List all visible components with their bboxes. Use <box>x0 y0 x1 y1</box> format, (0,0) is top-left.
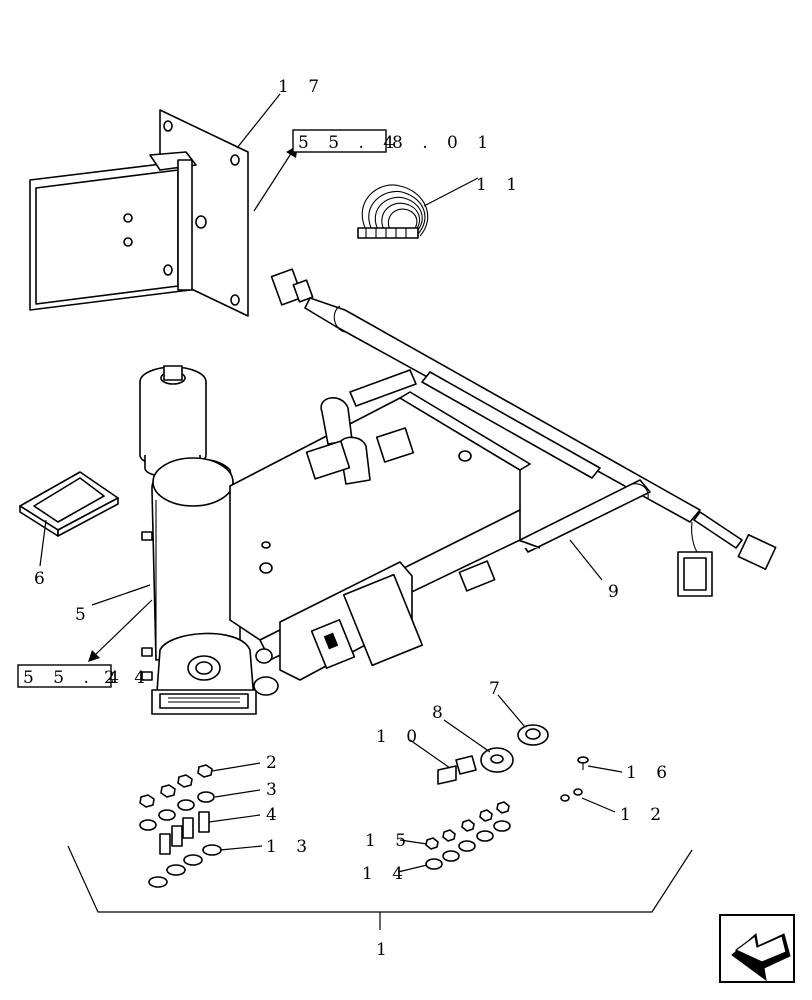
main-assembly-part-5 <box>139 365 531 715</box>
callout-12: 1 2 <box>620 805 668 825</box>
bracket-part-17 <box>29 109 249 317</box>
clip-part-10 <box>437 755 477 785</box>
rivet-part-12 <box>560 788 583 802</box>
wiring-harness-part-9 <box>270 268 777 597</box>
callout-10: 1 0 <box>376 727 424 747</box>
pad-part-6 <box>19 471 119 537</box>
callout-7: 7 <box>489 679 507 699</box>
kit-brace <box>67 845 693 913</box>
reference-left-boxed: 5 5 . 4 <box>23 668 126 688</box>
ribbon-cable-part-11 <box>357 184 429 239</box>
callout-4: 4 <box>266 805 284 825</box>
callout-8: 8 <box>432 703 450 723</box>
callout-5: 5 <box>75 605 93 625</box>
callout-11: 1 1 <box>476 175 524 195</box>
callout-16: 1 6 <box>626 763 674 783</box>
reference-left: 5 5 . 4 2 4 <box>17 664 152 688</box>
back-arrow-icon[interactable] <box>719 914 795 983</box>
grommet-part-8 <box>480 747 514 773</box>
callout-17: 1 7 <box>278 77 326 97</box>
callout-15: 1 5 <box>365 831 413 851</box>
callout-14: 1 4 <box>362 864 410 884</box>
hardware-group-left <box>139 764 222 888</box>
callout-2: 2 <box>266 753 284 773</box>
callout-13: 1 3 <box>266 837 314 857</box>
hardware-group-right <box>425 801 511 870</box>
callout-3: 3 <box>266 780 284 800</box>
reference-top-rest: 8 . 0 1 <box>392 133 495 153</box>
washer-part-7 <box>517 724 549 746</box>
reference-top: 5 5 . 4 8 . 0 1 <box>292 129 495 153</box>
screw-part-16 <box>577 756 589 770</box>
reference-left-rest: 2 4 <box>104 668 152 688</box>
callout-1: 1 <box>376 940 394 960</box>
callout-6: 6 <box>34 569 52 589</box>
callout-9: 9 <box>608 582 626 602</box>
reference-top-boxed: 5 5 . 4 <box>298 133 401 153</box>
